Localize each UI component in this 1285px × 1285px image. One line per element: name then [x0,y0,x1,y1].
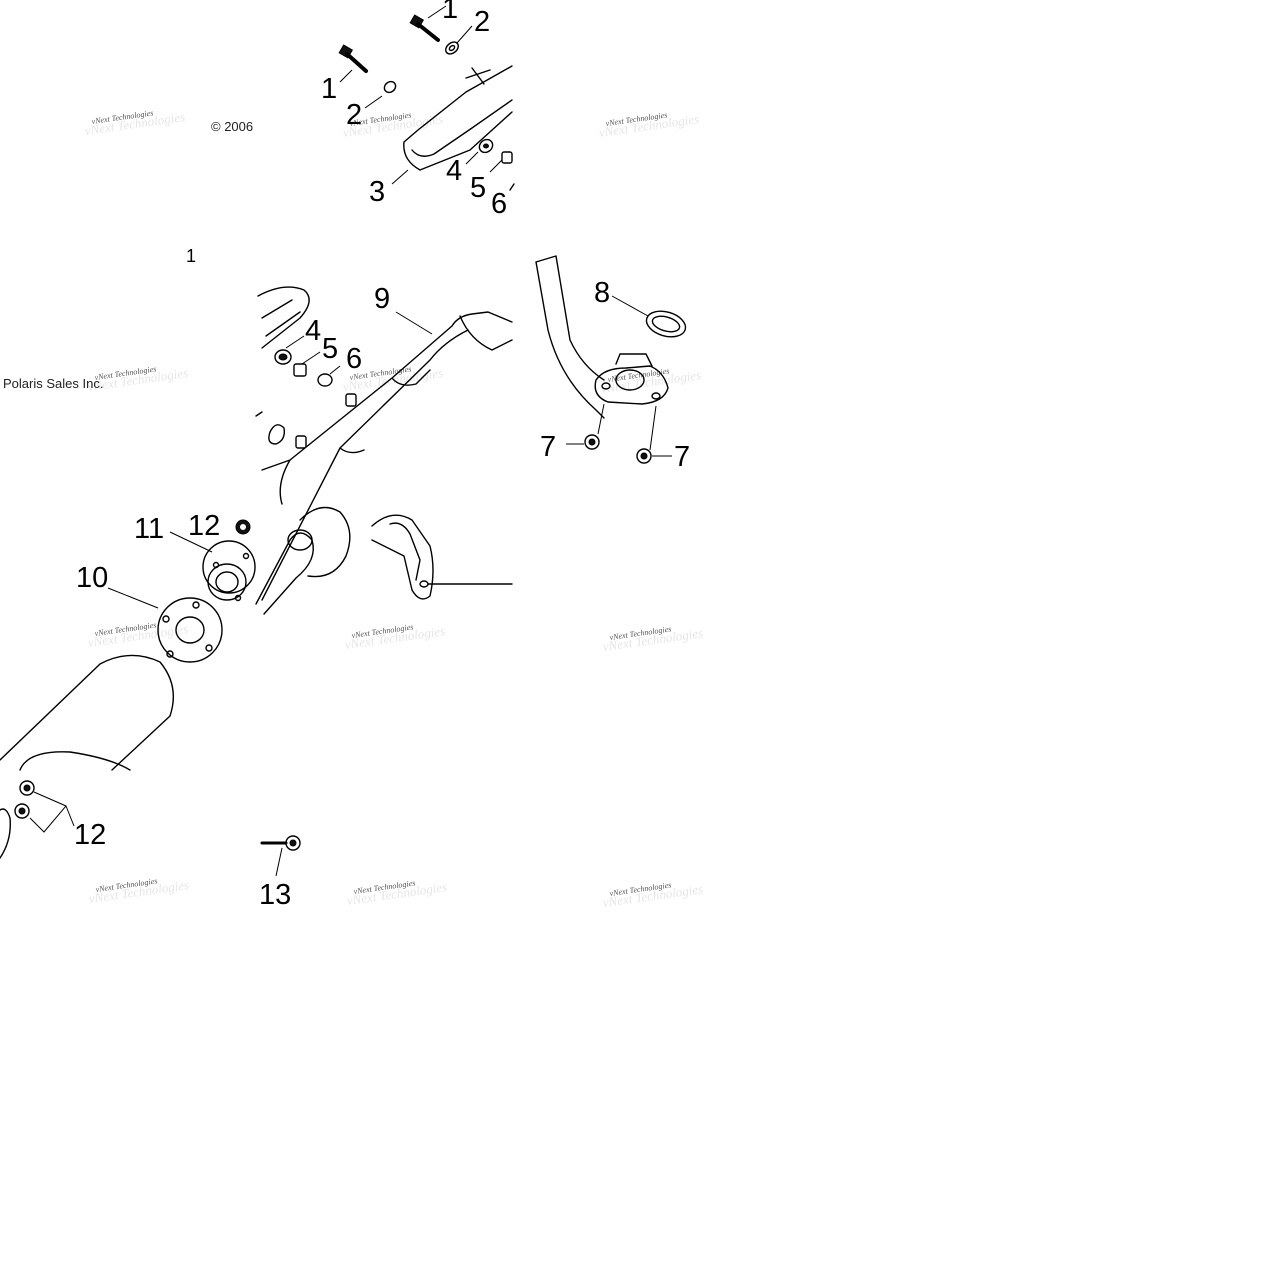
callout-washer-4-top: 4 [446,155,462,187]
watermark-7: vNext Technologies vNext Technologies [87,620,189,650]
callout-gasket-10: 10 [76,562,108,594]
copyright-company: Polaris Sales Inc. [3,376,103,391]
callout-flange-11: 11 [134,513,164,545]
nut-12-a [19,780,35,796]
bolt-13 [260,835,301,877]
nut-7-left [584,434,600,450]
watermark-10: vNext Technologies vNext Technologies [88,876,190,906]
muffler [0,654,174,771]
bolt-upper [409,14,440,42]
spacer-5-top [501,151,513,164]
head-pipe-flange [594,365,669,405]
callout-nut-12-bottom: 12 [74,819,106,851]
exhaust-pipe [261,311,513,601]
bottom-hardware-tile [0,780,301,877]
callout-nut-7-left: 7 [540,431,556,463]
callout-washer-upper: 2 [474,6,490,38]
bolt-lower [338,44,368,73]
callout-nut-7-right: 7 [674,441,690,473]
callout-bolt-13: 13 [259,879,291,911]
callout-gasket-8: 8 [594,277,610,309]
heat-shield-bracket [403,65,513,171]
washer-6-mid [317,373,333,387]
callout-washer-6-mid: 6 [346,343,362,375]
watermark-3: vNext Technologies vNext Technologies [598,110,700,140]
copyright-year: © 2006 [211,119,253,134]
watermark-11: vNext Technologies vNext Technologies [346,878,448,908]
svg-text:1: 1 [186,246,196,266]
muffler-bracket [371,514,513,600]
callout-washer-6-top: 6 [491,188,507,220]
nut-7-right [636,448,652,464]
callout-nut-12-mid: 12 [188,510,220,542]
washer-4-mid [274,349,292,365]
watermark-6: vNext Technologies vNext Technologies [600,366,702,396]
washer-upper [445,41,459,55]
gasket-10 [157,597,223,663]
watermarks: vNext Technologies vNext Technologies vN… [84,108,704,910]
callout-spacer-5-top: 5 [470,172,486,204]
nut-12-b [14,803,30,819]
watermark-8: vNext Technologies vNext Technologies [344,622,446,652]
callout-bolt-upper: 1 [442,0,458,25]
head-pipe-tile [535,255,687,464]
gasket-8 [645,310,687,338]
callout-spacer-5-mid: 5 [322,333,338,365]
mid-pipe-tile: 1 [0,246,513,771]
callout-exhaust-pipe: 9 [374,283,390,315]
watermark-1: vNext Technologies vNext Technologies [84,108,186,138]
washer-lower [383,80,397,94]
callout-washer-lower: 2 [346,99,362,131]
watermark-9: vNext Technologies vNext Technologies [602,624,704,654]
watermark-12: vNext Technologies vNext Technologies [602,880,704,910]
callout-bolt-lower: 1 [321,73,337,105]
top-hardware-tile [338,5,515,191]
callouts: 1 1 2 2 3 4 5 6 4 5 6 7 7 8 9 10 11 12 1… [74,0,690,911]
callout-heat-shield: 3 [369,176,385,208]
washer-4-top [478,138,494,154]
spacer-5-mid [293,363,307,377]
callout-washer-4-mid: 4 [305,315,321,347]
flange-11 [202,540,256,594]
